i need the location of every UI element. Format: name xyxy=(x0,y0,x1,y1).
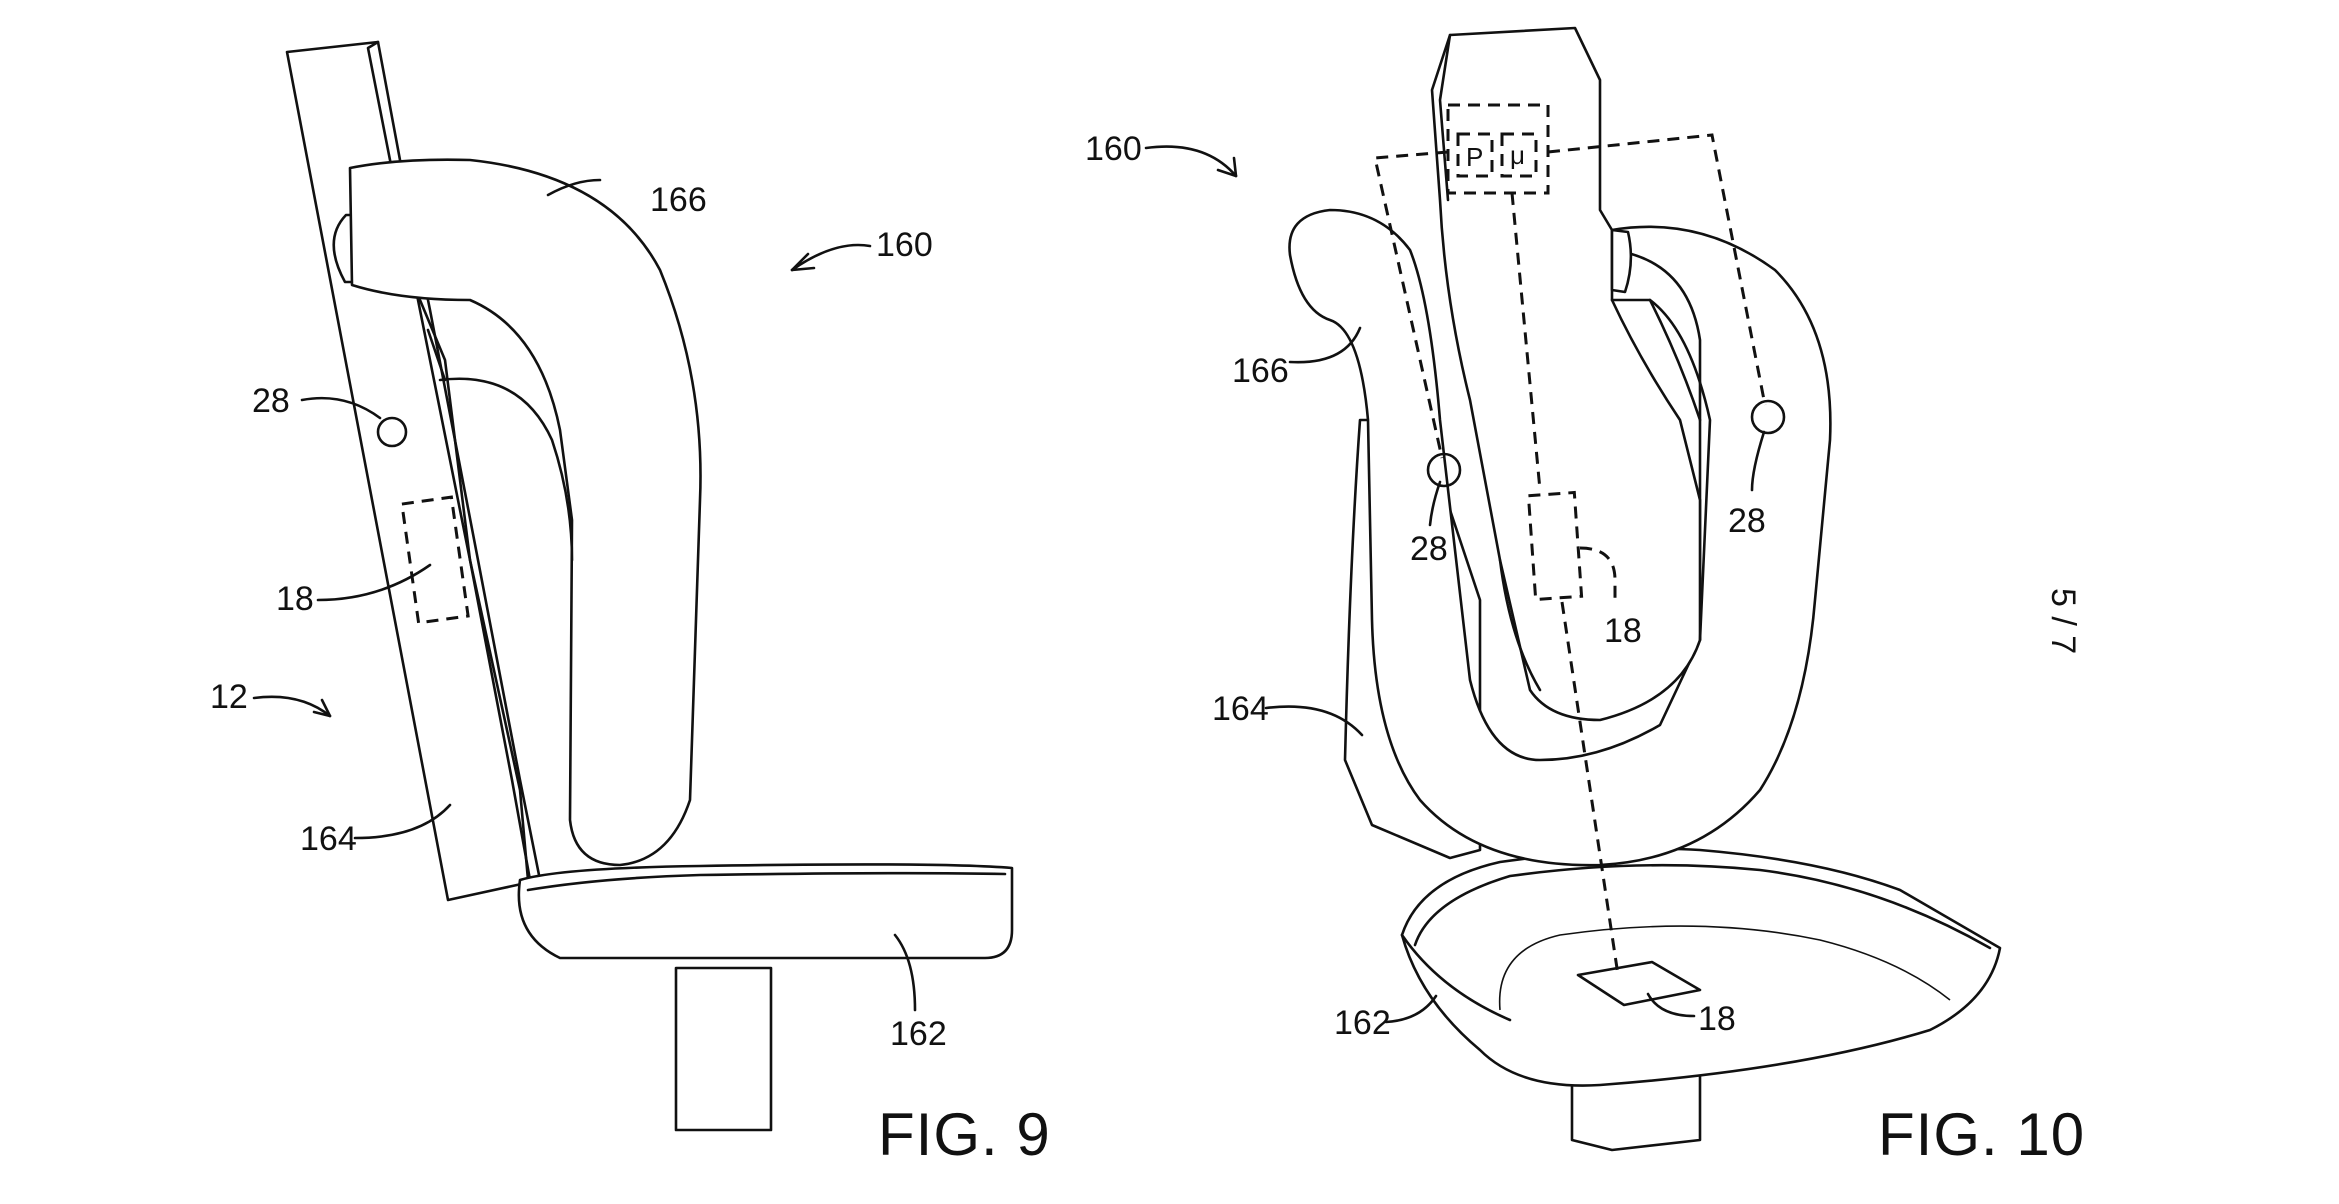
fig10-label-28-right: 28 xyxy=(1728,502,1766,540)
fig9-headrest-body xyxy=(348,158,702,867)
fig9-label-162: 162 xyxy=(890,1015,947,1053)
fig9-module-outline xyxy=(400,495,470,625)
fig10-caption: FIG. 10 xyxy=(1878,1101,2085,1168)
fig9-annotations: 166 160 28 18 12 164 162 FIG. 9 xyxy=(210,178,1051,1168)
fig9-label-12: 12 xyxy=(210,678,248,716)
fig9-label-160: 160 xyxy=(876,226,933,264)
fig9-sensor-circle xyxy=(376,416,408,448)
fig9-drawing xyxy=(285,40,1014,1132)
fig10-label-28-left: 28 xyxy=(1410,530,1448,568)
fig9-seat-cushion xyxy=(517,863,1014,960)
fig10-seat-pan xyxy=(1400,847,2002,1087)
fig10-u-bolster xyxy=(1288,208,1832,867)
fig10-label-18-seat: 18 xyxy=(1698,1000,1736,1038)
fig10-label-160: 160 xyxy=(1085,130,1142,168)
fig10-micro-box xyxy=(1500,132,1538,178)
fig9-label-164: 164 xyxy=(300,820,357,858)
fig10-drawing: P μ xyxy=(1288,26,2002,1152)
fig9-label-18: 18 xyxy=(276,580,314,618)
fig10-pivot-knob xyxy=(1610,228,1633,294)
fig9-caption: FIG. 9 xyxy=(878,1101,1051,1168)
fig10-back-module xyxy=(1526,490,1584,602)
fig10-processor-letter: P xyxy=(1466,142,1483,172)
fig10-wire-seat xyxy=(1560,601,1620,976)
fig10-controller-box xyxy=(1446,103,1550,195)
fig10-processor-box xyxy=(1456,132,1494,178)
sheet-page-number: 5 / 7 xyxy=(2044,588,2082,654)
fig10-label-166: 166 xyxy=(1232,352,1289,390)
fig10-micro-letter: μ xyxy=(1510,140,1525,170)
fig10-wire-left xyxy=(1373,150,1449,459)
fig10-seat-module xyxy=(1576,960,1702,1007)
fig10-headrest-panel xyxy=(1430,26,1702,722)
fig9-label-166: 166 xyxy=(650,181,707,219)
fig10-annotations: 160 166 28 28 18 164 162 18 FIG. 10 xyxy=(1085,130,2085,1168)
fig10-wire-center xyxy=(1510,192,1542,491)
fig10-label-162: 162 xyxy=(1334,1004,1391,1042)
fig10-label-164: 164 xyxy=(1212,690,1269,728)
fig9-label-28: 28 xyxy=(252,382,290,420)
fig10-wire-right xyxy=(1547,133,1767,406)
fig10-label-18-back: 18 xyxy=(1604,612,1642,650)
fig9-seat-post xyxy=(674,966,773,1132)
fig10-sensor-left xyxy=(1426,452,1462,488)
fig10-sensor-right xyxy=(1750,399,1786,435)
